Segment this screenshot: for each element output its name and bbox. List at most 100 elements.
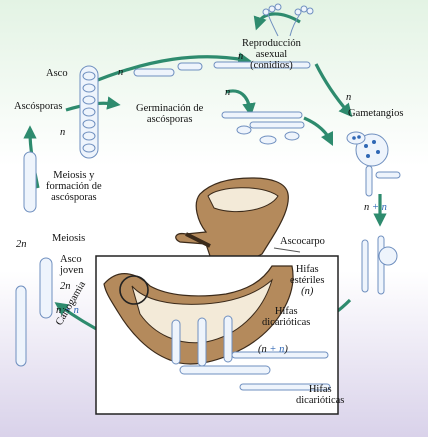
ascogonium (355, 133, 389, 167)
ascospore (82, 95, 96, 105)
ploidy-n-second: n (279, 344, 285, 355)
conidium (300, 5, 308, 13)
ploidy-n-meiosis: n (60, 127, 66, 138)
label-line: Hifas (308, 384, 332, 395)
ascospore (259, 135, 277, 145)
hypha-segment (231, 351, 329, 359)
nucleus (352, 136, 356, 140)
label-line: Hifas (295, 264, 319, 275)
ploidy-n: n (56, 305, 62, 316)
ploidy-plus: + (63, 305, 71, 316)
germination-hyphae (133, 62, 305, 145)
nucleus (372, 140, 376, 144)
ploidy-plus: + (371, 202, 379, 213)
nucleus (364, 144, 368, 148)
arrow-germination (225, 89, 256, 117)
nucleus (366, 154, 370, 158)
hypha-segment (179, 365, 271, 375)
hypha-segment (133, 68, 175, 77)
ascospore (82, 119, 96, 129)
ploidy-n: n (364, 202, 370, 213)
ploidy-dikaryon-plasmogamy: n + n (364, 202, 387, 213)
hypha-segment (239, 383, 331, 391)
hypha-segment (171, 319, 181, 365)
label-ascosporas: Ascósporas (14, 101, 63, 112)
section-hyphae (119, 275, 331, 391)
conidium (262, 8, 270, 16)
label-line: estériles (290, 275, 325, 286)
label-meiosis-formation: Meiosis y formación de ascósporas (46, 170, 102, 203)
ascospore (236, 125, 252, 135)
nucleus (376, 150, 380, 154)
conidium (306, 7, 314, 15)
hypha-segment (177, 62, 203, 71)
ploidy-n-second: n (381, 202, 387, 213)
ploidy-n: n (261, 344, 267, 355)
ploidy-open: ( (258, 344, 262, 355)
ascocarp-section (103, 265, 294, 365)
label-line: ascósporas (146, 114, 193, 125)
label-line: Asco (60, 254, 82, 265)
conidia-cluster (213, 3, 314, 69)
gametangia (346, 131, 401, 197)
hypha-segment (249, 121, 305, 129)
ascus-with-ascospores (15, 65, 99, 367)
label-dikaryotic-hyphae-2: Hifas dicarióticas (296, 384, 344, 406)
label-germination: Germinación de ascósporas (136, 103, 203, 125)
label-line: Meiosis y (53, 170, 95, 181)
antheridium (346, 131, 366, 145)
nucleus (357, 135, 361, 139)
ploidy-2n-cariogamia: 2n (60, 281, 71, 292)
label-sterile-hyphae: Hifas estériles (n) (290, 264, 324, 297)
label-line: Hifas (274, 306, 298, 317)
ploidy-n-second: n (73, 305, 79, 316)
hypha-segment (361, 239, 369, 293)
ploidy-plus: + (269, 344, 277, 355)
ascogonium (378, 246, 398, 266)
ascocarp-pointer (273, 247, 301, 253)
label-line: dicarióticas (262, 317, 311, 328)
arrow-hyphae-to-gametangia (303, 116, 334, 147)
hypha-segment (223, 315, 233, 363)
hypha-segment (197, 317, 207, 367)
ascocarp-hymenium (207, 187, 279, 213)
hypha-segment (221, 111, 303, 119)
ascospore (82, 143, 96, 153)
conidium (268, 5, 276, 13)
ploidy-n-conidia: n (238, 51, 244, 62)
label-line: (conidios) (250, 60, 293, 71)
label-asco: Asco (46, 68, 68, 79)
hypha-segment (213, 61, 311, 69)
ploidy-dikaryon-cariogamia: n + n (56, 305, 79, 316)
ascospore (82, 71, 96, 81)
young-ascus (39, 257, 53, 319)
label-line: ascósporas (51, 192, 97, 203)
ascospore (82, 131, 96, 141)
arrow-conidia-to-gametangia (314, 63, 353, 118)
arrow-ascospores-to-conidia (87, 52, 252, 86)
ploidy-n-gametangia: n (346, 92, 352, 103)
ploidy-n-germination: n (225, 87, 231, 98)
ascocarp-cup (175, 177, 289, 262)
gametangia-nuclei (352, 135, 380, 158)
ploidy-n-sterile: (n) (301, 286, 314, 297)
arrow-asexual-loop (253, 12, 301, 31)
label-gametangios: Gametangios (348, 108, 404, 119)
ascus-meiosis (23, 151, 37, 213)
label-ascocarpo: Ascocarpo (280, 236, 325, 247)
label-dikaryotic-hyphae-1: Hifas dicarióticas (262, 306, 310, 328)
ascus-magnifier-circle (119, 275, 149, 305)
label-line: formación de (46, 181, 102, 192)
ascogenous-hypha (15, 285, 27, 367)
conidium (294, 8, 302, 16)
label-line: Germinación de (136, 103, 204, 114)
label-asexual-reproduction: Reproducción asexual (conidios) (242, 38, 301, 71)
ploidy-close: ) (284, 344, 288, 355)
ploidy-dikaryon-section: (n + n) (258, 344, 288, 355)
label-line: Reproducción (242, 38, 301, 49)
ascospore (82, 83, 96, 93)
hypha-segment (377, 235, 385, 295)
ascocarp-stalk (185, 232, 211, 248)
conidium (274, 3, 282, 11)
